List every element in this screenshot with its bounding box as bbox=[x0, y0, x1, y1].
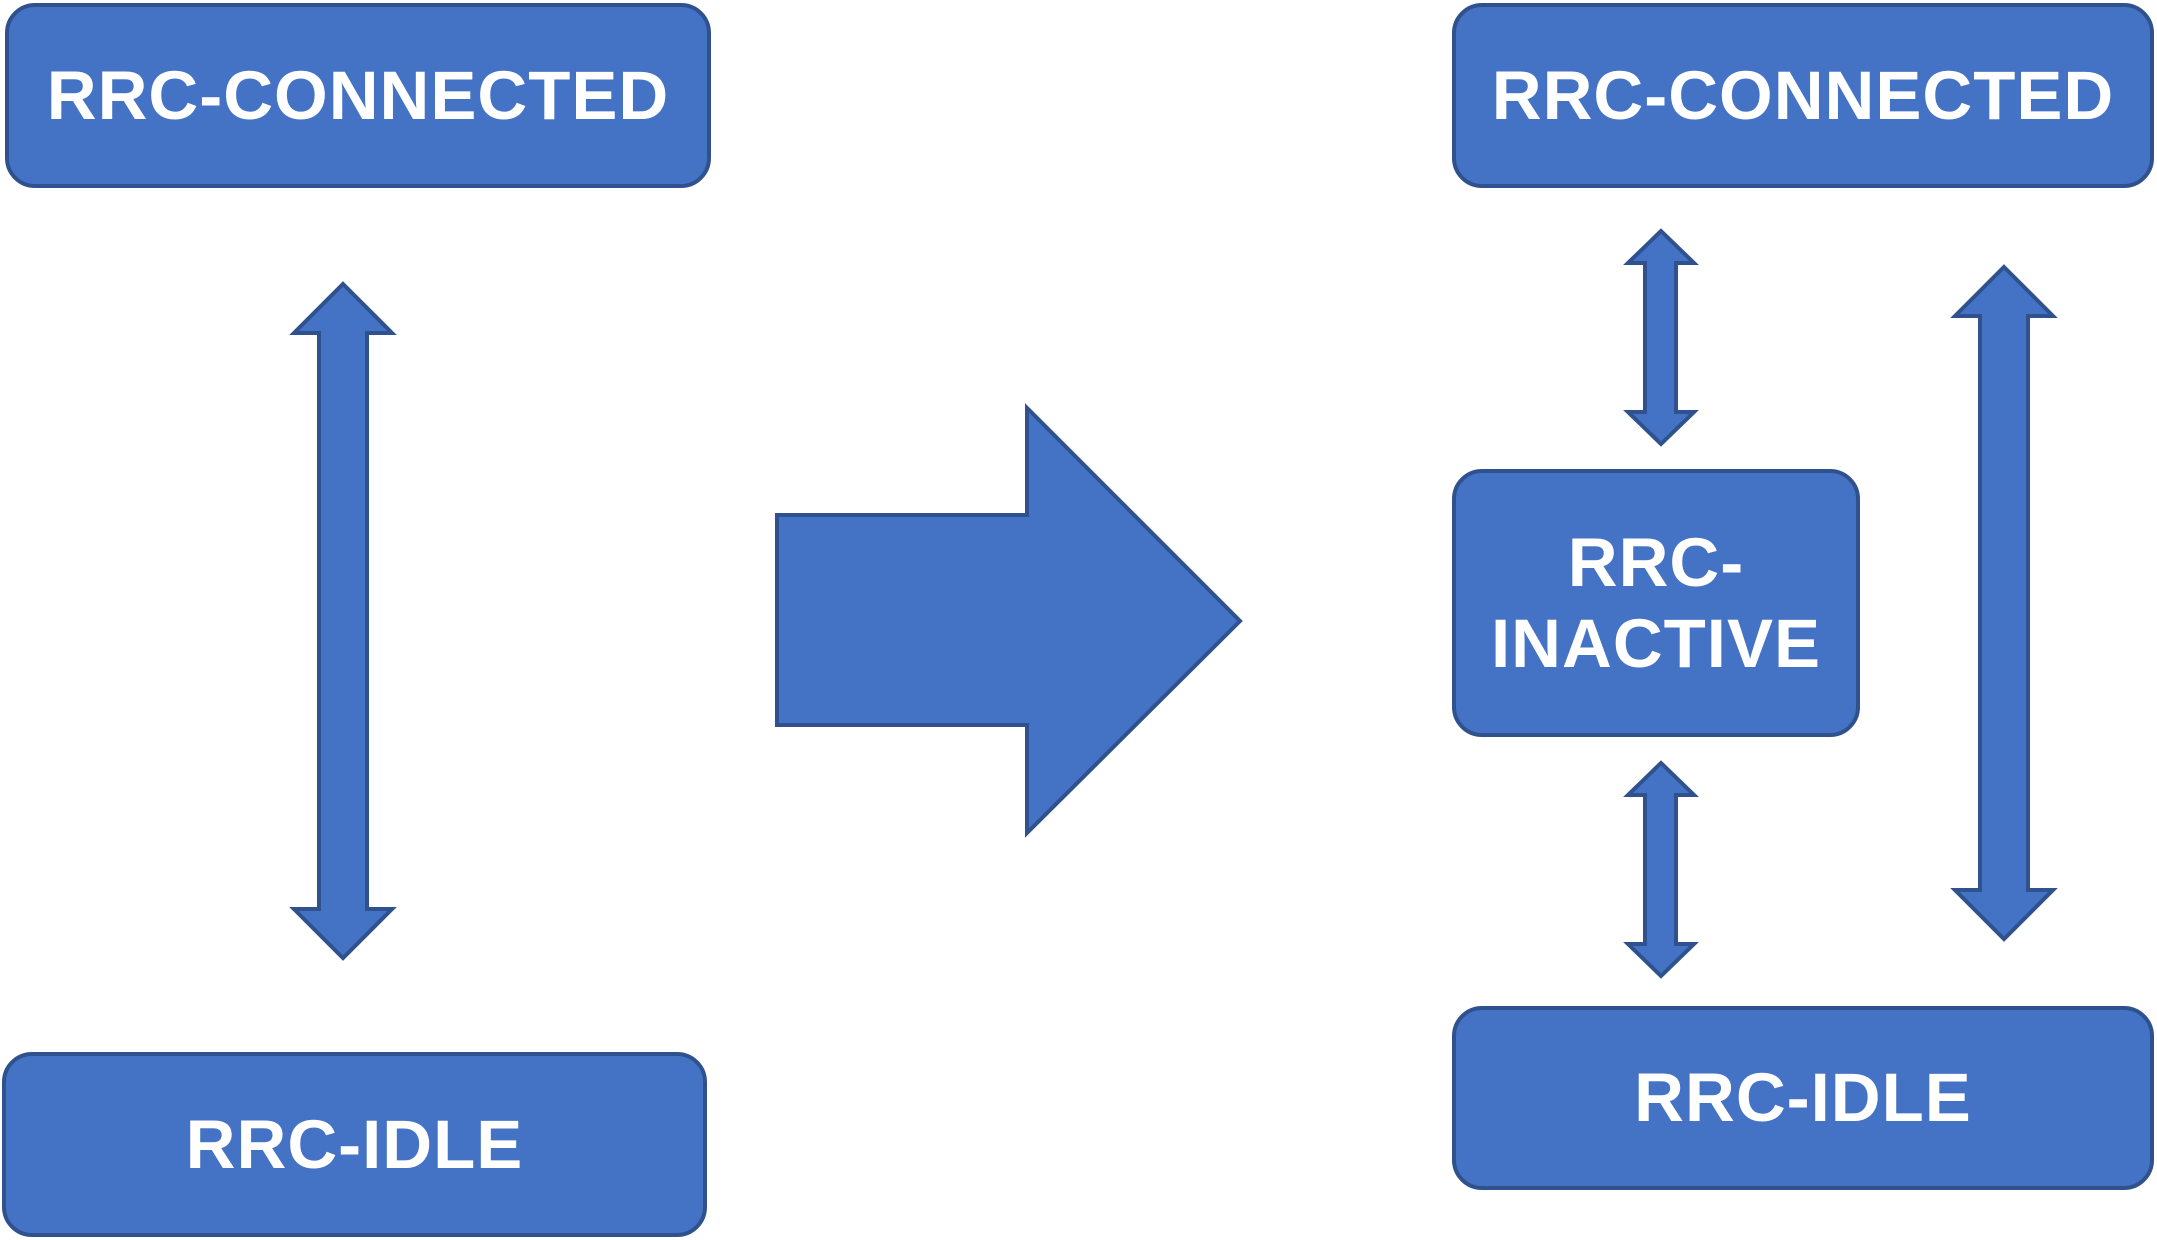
state-box-rrc-idle-before: RRC-IDLE bbox=[2, 1052, 707, 1237]
state-box-rrc-connected-before: RRC-CONNECTED bbox=[5, 3, 711, 188]
double-arrow-connected-inactive bbox=[1623, 228, 1699, 447]
state-box-rrc-inactive: RRC- INACTIVE bbox=[1452, 469, 1860, 737]
double-arrow-connected-idle-before bbox=[289, 281, 397, 961]
transition-right-arrow-icon bbox=[775, 403, 1243, 838]
state-box-rrc-idle-after: RRC-IDLE bbox=[1452, 1006, 2154, 1190]
state-label-rrc-inactive-line1: RRC- bbox=[1567, 523, 1745, 601]
state-label-rrc-idle-before: RRC-IDLE bbox=[185, 1105, 524, 1183]
state-label-rrc-inactive-line2: INACTIVE bbox=[1490, 605, 1822, 682]
double-arrow-connected-idle-after bbox=[1950, 264, 2058, 942]
double-arrow-inactive-idle bbox=[1623, 760, 1699, 979]
state-label-rrc-idle-after: RRC-IDLE bbox=[1634, 1059, 1972, 1137]
state-label-rrc-connected-before: RRC-CONNECTED bbox=[46, 56, 670, 134]
state-label-rrc-connected-after: RRC-CONNECTED bbox=[1491, 56, 2115, 134]
state-box-rrc-connected-after: RRC-CONNECTED bbox=[1452, 3, 2154, 188]
state-label-rrc-inactive: RRC- INACTIVE bbox=[1491, 522, 1821, 685]
